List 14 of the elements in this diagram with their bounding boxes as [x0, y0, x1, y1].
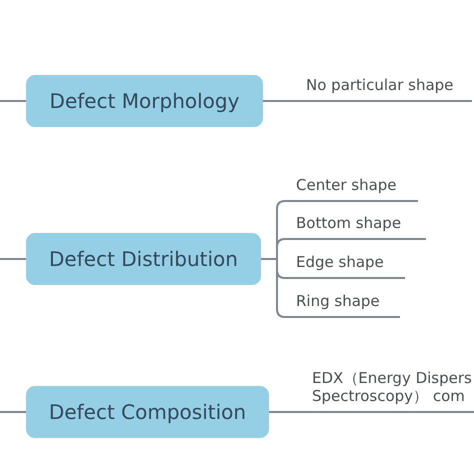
branch-label: Ring shape	[290, 286, 400, 318]
connector-line	[0, 411, 26, 413]
branch-label: No particular shape	[300, 70, 472, 102]
branch-label: Center shape	[290, 170, 418, 202]
branch-label: EDX（Energy Dispers Spectroscopy） com	[300, 358, 474, 413]
connector-line	[0, 100, 26, 102]
branch-label: Bottom shape	[290, 208, 426, 240]
topic-box: Defect Distribution	[26, 233, 261, 285]
connector-line	[263, 100, 300, 102]
branch-label: Edge shape	[290, 247, 405, 279]
topic-box: Defect Composition	[26, 386, 269, 438]
connector-line	[0, 258, 26, 260]
connector-line	[269, 411, 300, 413]
topic-box: Defect Morphology	[26, 75, 263, 127]
